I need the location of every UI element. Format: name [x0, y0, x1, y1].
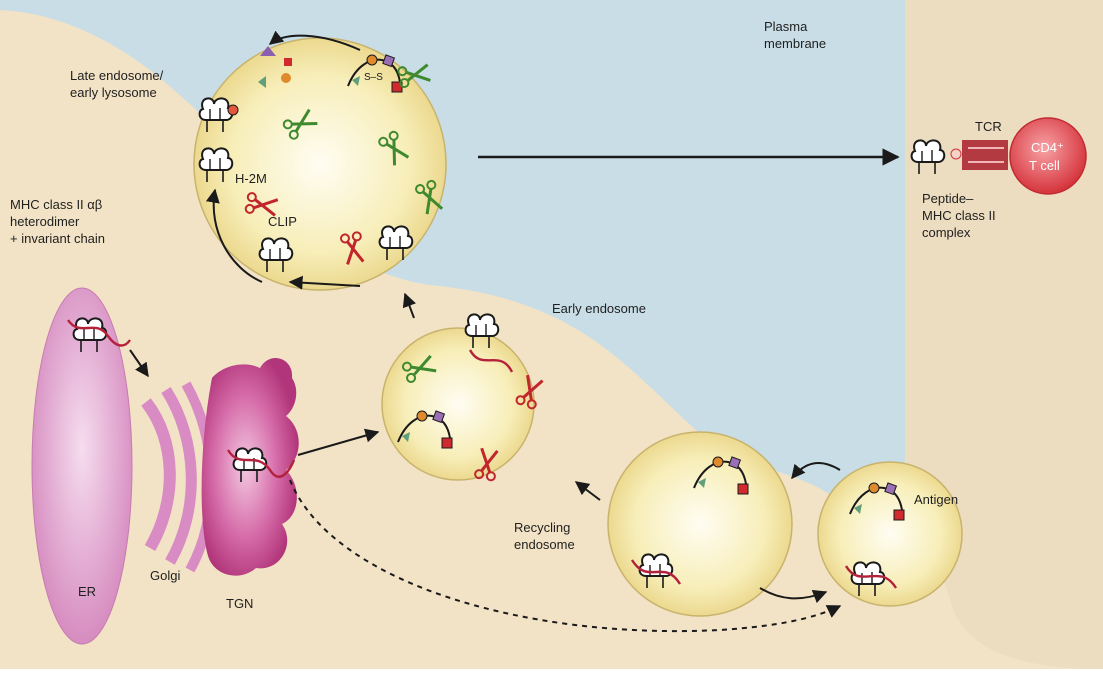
peptide-label-line1: Peptide– — [922, 191, 974, 206]
late-endosome-label-line2: early lysosome — [70, 85, 157, 100]
peptide-label-line2: MHC class II — [922, 208, 996, 223]
disulfide-label: S–S — [364, 72, 383, 83]
late-endosome-label-line1: Late endosome/ — [70, 68, 164, 83]
tcr-label: TCR — [975, 119, 1002, 134]
mhc-label-line1: MHC class II αβ — [10, 197, 102, 212]
recycling-label-line2: endosome — [514, 537, 575, 552]
mhc-label-line2: heterodimer — [10, 214, 80, 229]
tcr-receptor — [962, 140, 1008, 170]
tgn-label: TGN — [226, 596, 253, 611]
clip-label: CLIP — [268, 214, 297, 229]
cd4-label-line2: T cell — [1029, 158, 1060, 173]
plasma-membrane-label-line1: Plasma — [764, 19, 808, 34]
recycling-label-line1: Recycling — [514, 520, 570, 535]
antigen-label: Antigen — [914, 492, 958, 507]
cd4-label-line1: CD4⁺ — [1031, 140, 1064, 155]
plasma-membrane-label-line2: membrane — [764, 36, 826, 51]
recycling-endosome-vesicle — [608, 432, 792, 616]
mhc-label-line3: + invariant chain — [10, 231, 105, 246]
cd4-t-cell — [1010, 118, 1086, 194]
er-label: ER — [78, 584, 96, 599]
peptide-label-line3: complex — [922, 225, 971, 240]
h2m-label: H-2M — [235, 171, 267, 186]
early-endosome-label: Early endosome — [552, 301, 646, 316]
early-endosome-vesicle — [382, 328, 534, 480]
golgi-label: Golgi — [150, 568, 180, 583]
